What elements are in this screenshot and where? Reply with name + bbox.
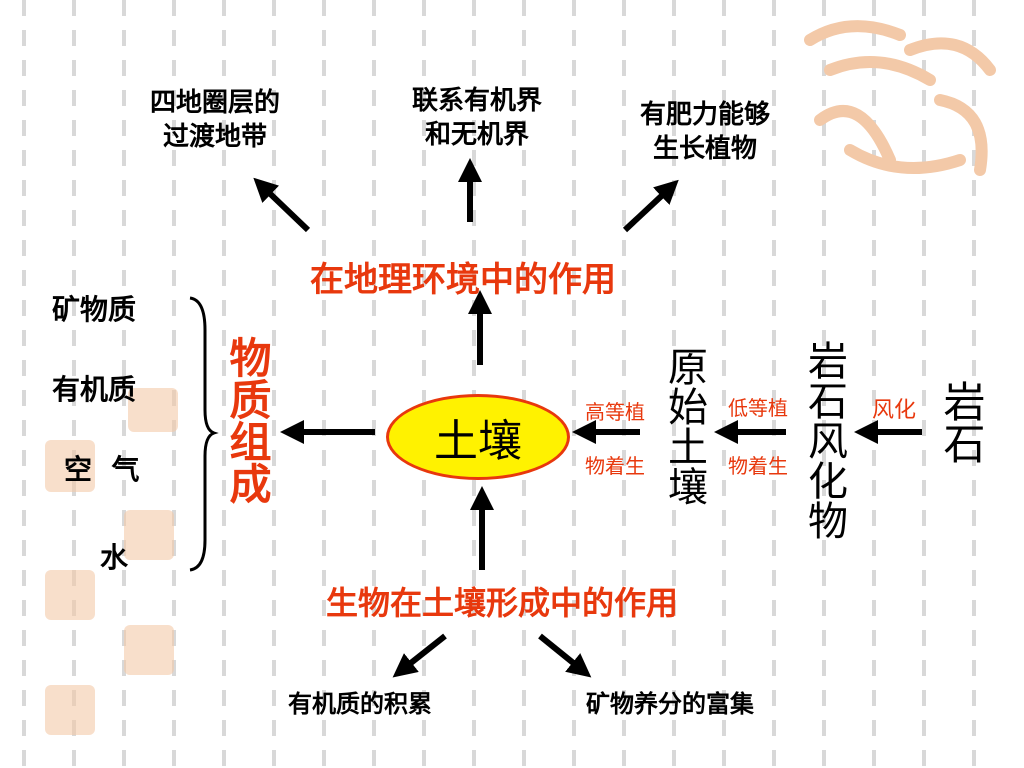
arrow1-label-bottom: 物着生 <box>585 454 645 478</box>
center-ellipse: 土壤 <box>386 394 570 480</box>
seal-stamp-6 <box>45 685 95 735</box>
stage-rock: 岩石 <box>937 380 986 464</box>
top-role-item-1: 四地圈层的 过渡地带 <box>150 88 281 152</box>
center-label: 土壤 <box>434 416 522 467</box>
arrow1-label-top: 高等植 <box>585 400 645 424</box>
seal-stamp-3 <box>124 510 174 560</box>
seal-stamp-4 <box>45 570 95 620</box>
bottom-item-2: 矿物养分的富集 <box>586 690 754 718</box>
top-role-title: 在地理环境中的作用 <box>310 260 616 300</box>
top-role-item-2: 联系有机界 和无机界 <box>412 86 543 150</box>
bottom-item-1: 有机质的积累 <box>288 690 432 718</box>
seal-logo-large <box>790 10 1010 190</box>
left-title: 物质组成 <box>223 336 272 504</box>
top-role-item-3: 有肥力能够 生长植物 <box>640 100 771 164</box>
stage-primitive-soil: 原始土壤 <box>661 346 707 506</box>
seal-logo-large-icon <box>804 20 996 176</box>
seal-stamp-1 <box>128 388 178 432</box>
arrow2-label-bottom: 物着生 <box>728 454 788 478</box>
left-item-air: 空 气 <box>64 453 140 486</box>
stage-weathered-rock: 岩石风化物 <box>801 340 847 540</box>
seal-stamp-5 <box>124 625 174 675</box>
arrow3-label-top: 风化 <box>872 398 917 423</box>
left-item-organic: 有机质 <box>52 373 137 406</box>
arrow2-label-top: 低等植 <box>728 396 788 420</box>
left-item-mineral: 矿物质 <box>52 293 137 326</box>
seal-stamp-2 <box>45 440 95 492</box>
left-item-water: 水 <box>100 541 129 574</box>
bottom-title: 生物在土壤形成中的作用 <box>326 584 679 622</box>
